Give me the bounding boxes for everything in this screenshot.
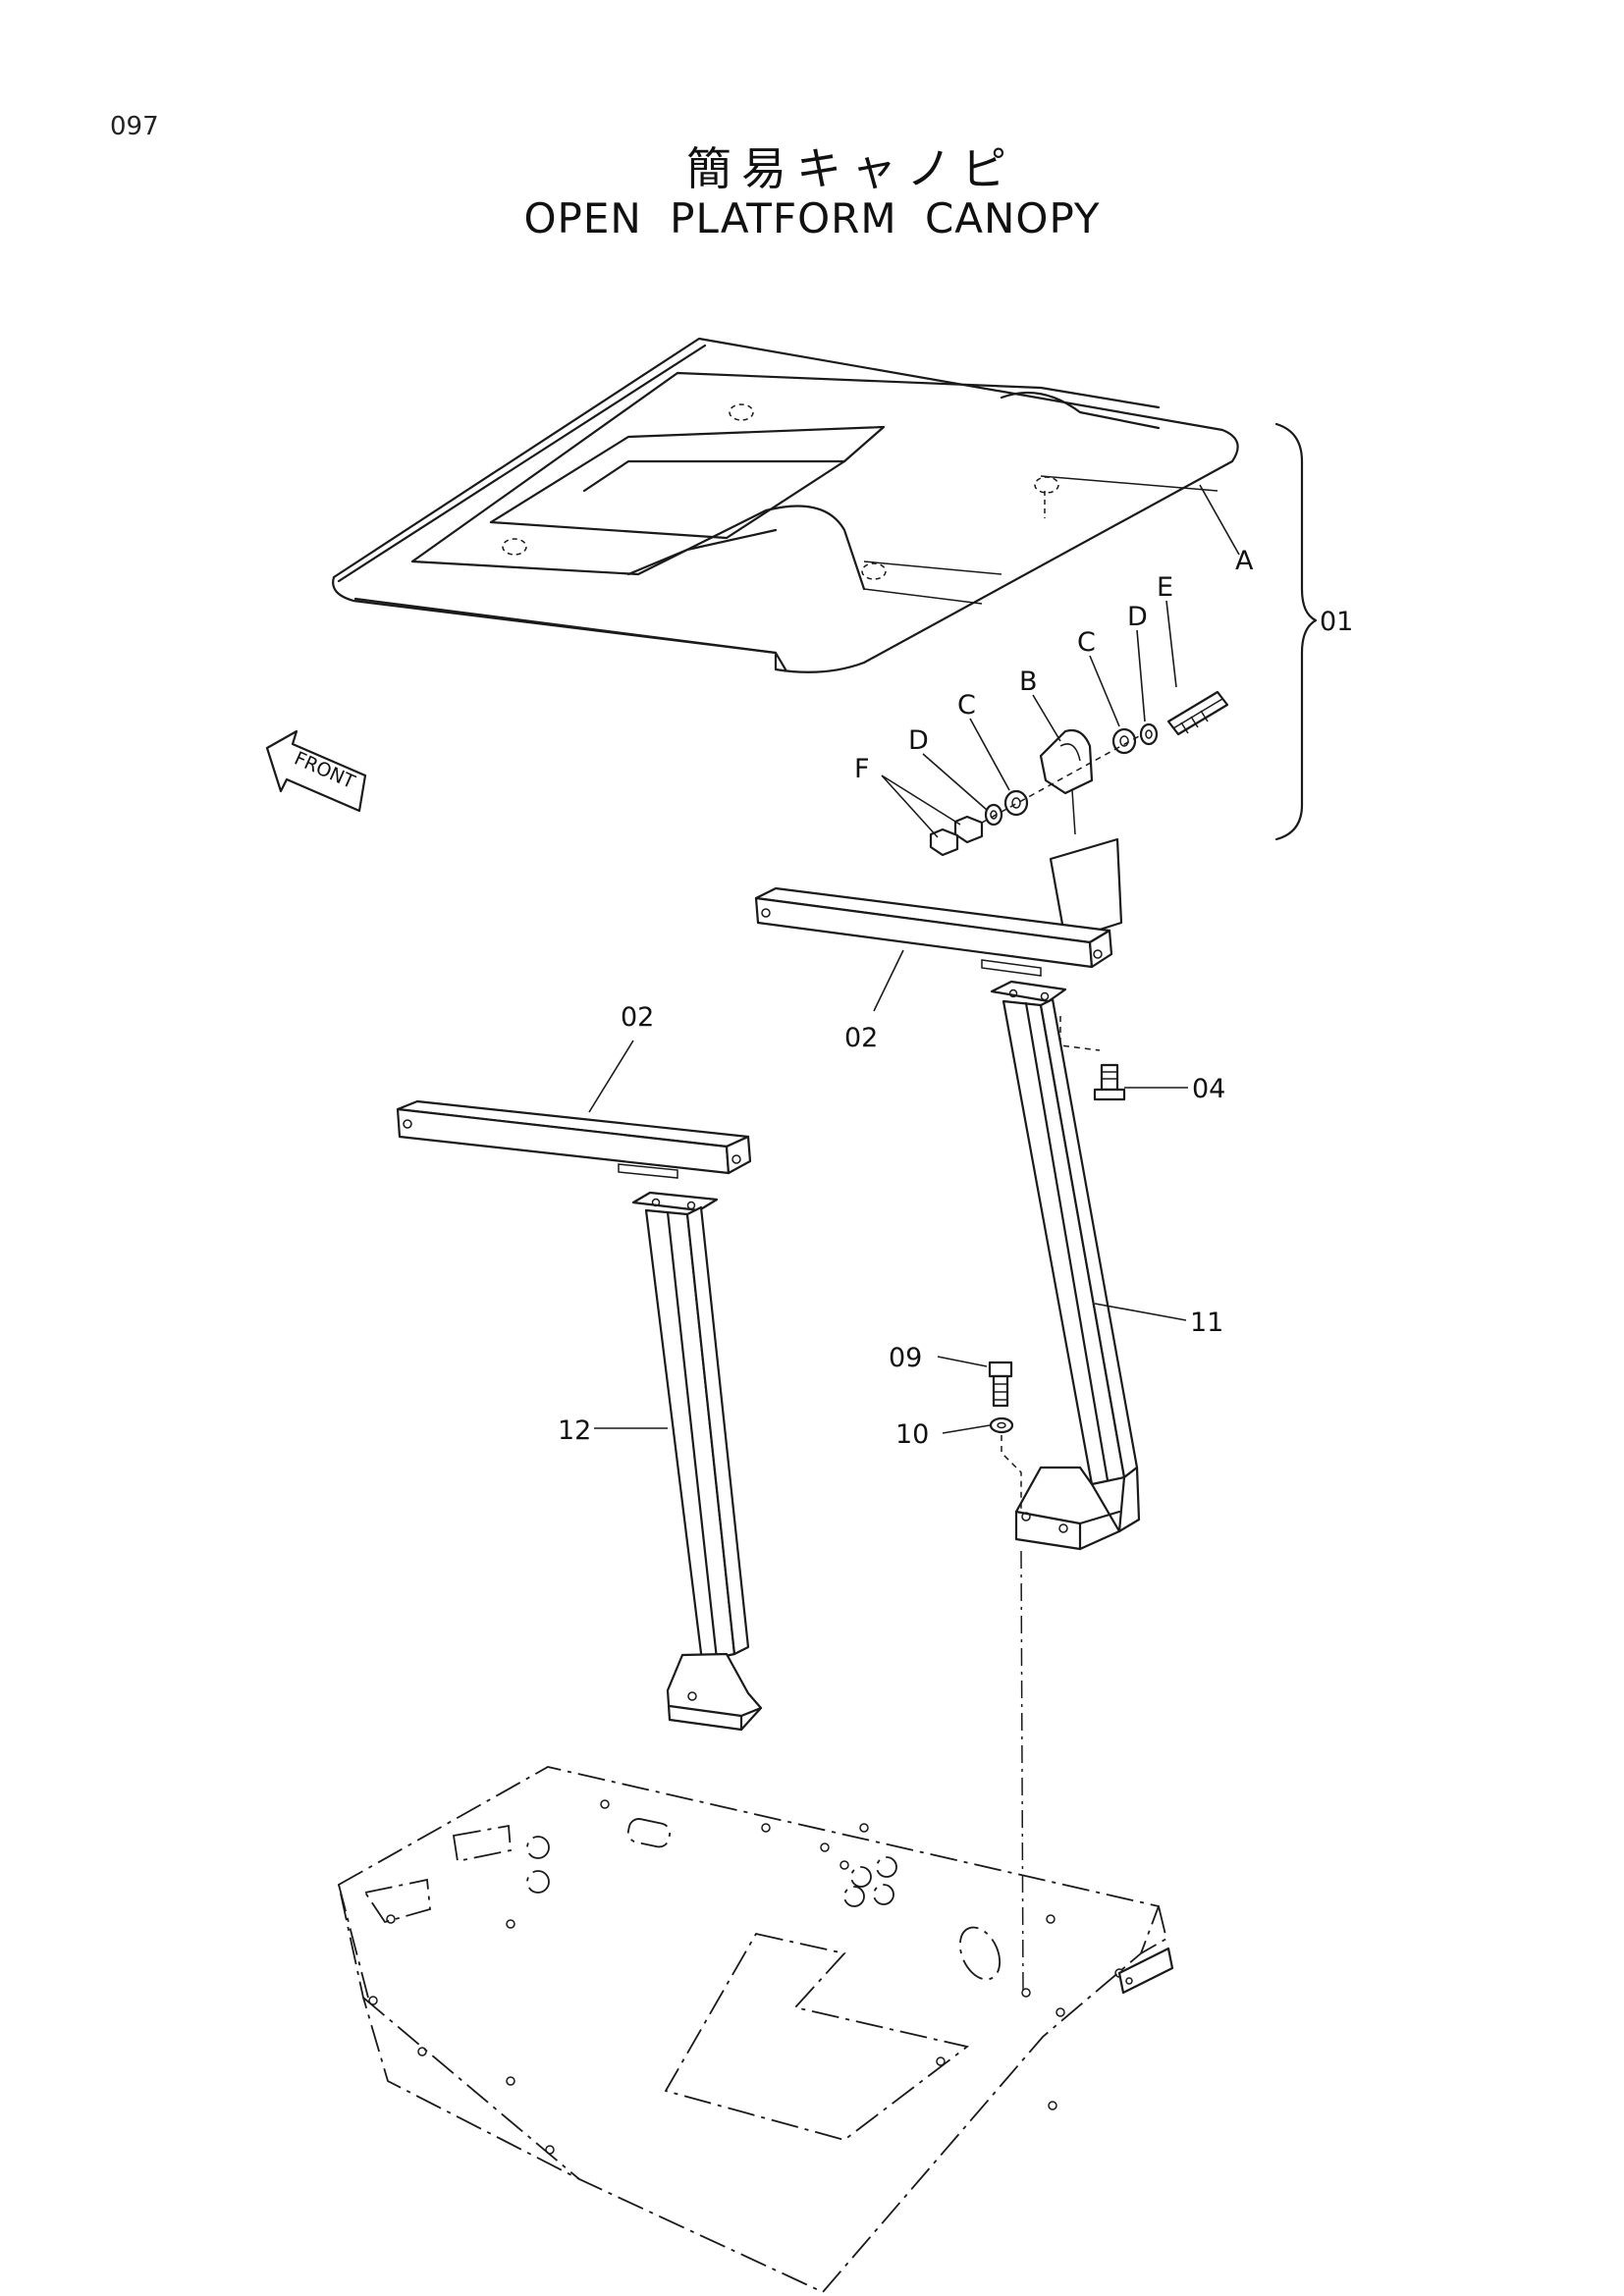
group-bracket: [1274, 422, 1318, 841]
front-arrow: FRONT: [265, 729, 367, 813]
pillar-12: [631, 1191, 763, 1732]
beam-02-right: [754, 837, 1123, 977]
callout-10: 10: [895, 1419, 929, 1450]
callout-09: 09: [889, 1343, 922, 1373]
bolt-09-washer-10: [988, 1361, 1022, 1512]
callout-C-right: C: [1077, 627, 1096, 658]
callout-02-right: 02: [844, 1023, 878, 1053]
pillar-11: [990, 980, 1141, 1551]
callout-01: 01: [1320, 607, 1353, 637]
beam-02-left: [396, 1099, 752, 1179]
callout-A: A: [1235, 546, 1254, 576]
page-number: 097: [110, 112, 159, 141]
callout-04: 04: [1192, 1074, 1225, 1104]
title-japanese: 簡易キャノピ: [686, 142, 1016, 195]
bracket-hardware: [929, 690, 1229, 857]
callout-02-left: 02: [621, 1002, 654, 1033]
callout-D-left: D: [908, 725, 929, 756]
canopy-roof: [332, 337, 1239, 673]
callout-11: 11: [1190, 1308, 1223, 1338]
callout-C-left: C: [957, 690, 976, 721]
title-english: OPEN PLATFORM CANOPY: [523, 194, 1101, 242]
callout-D-right: D: [1127, 602, 1148, 632]
callout-12: 12: [558, 1415, 591, 1446]
callout-B: B: [1019, 667, 1038, 697]
bolt-04: [1059, 1016, 1126, 1101]
callout-F: F: [854, 754, 870, 784]
floor-plate: [337, 1550, 1174, 2294]
callout-E: E: [1157, 572, 1173, 603]
